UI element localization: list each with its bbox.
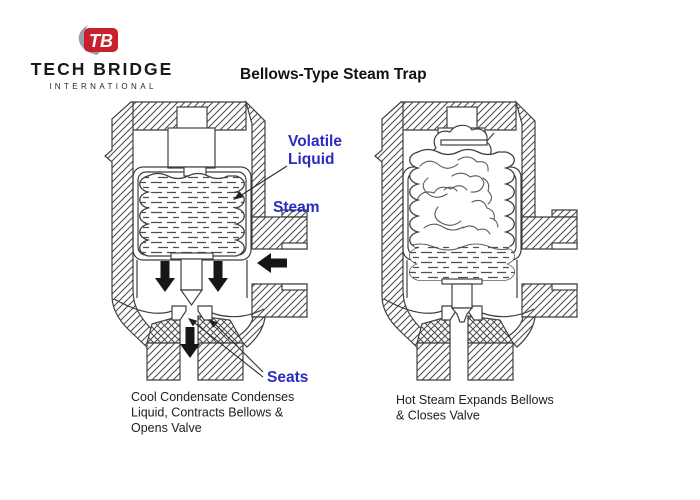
valve-stem (180, 258, 203, 291)
logo-mark-text: TB (89, 31, 113, 51)
steam-inlet-arrow (257, 253, 287, 273)
seats-leader-line-1 (190, 319, 264, 378)
seats-leader-arrowhead-2 (209, 319, 218, 328)
logo-mark (84, 28, 118, 52)
bellows-bottom-plate (170, 252, 214, 260)
valve-plug-cone (179, 289, 204, 307)
left-caption: Cool Condensate Condenses Liquid, Contra… (131, 390, 294, 435)
volatile-liquid-pool (409, 246, 515, 280)
flow-down-arrow-right (208, 261, 228, 292)
left-caption-line1: Cool Condensate Condenses (131, 390, 294, 404)
condensate-outlet-arrow (180, 327, 200, 358)
volatile-leader-arrowhead (233, 191, 244, 200)
logo: TB TECH BRIDGE INTERNATIONAL (31, 25, 174, 91)
seats-leader-line-2 (211, 320, 264, 373)
steam-squiggles (416, 156, 499, 235)
valve-stem-right (451, 283, 473, 309)
left-caption-line3: Opens Valve (131, 421, 202, 435)
label-seats: Seats (267, 369, 308, 386)
seats-leader-arrowhead-1 (188, 318, 198, 327)
label-steam: Steam (273, 199, 320, 216)
bellows-contents (409, 156, 515, 280)
right-caption-line2: & Closes Valve (396, 409, 480, 423)
right-valve-diagram: Hot Steam Expands Bellows & Closes Valve (374, 101, 578, 423)
right-caption-line1: Hot Steam Expands Bellows (396, 393, 554, 407)
bellows-contracted (139, 172, 245, 257)
page-title: Bellows-Type Steam Trap (240, 66, 427, 83)
valve-plug-seated (450, 307, 474, 323)
bellows-top-plate (440, 139, 488, 146)
volatile-leader-line (239, 165, 288, 197)
top-plate-hook (486, 132, 495, 142)
brand-name: TECH BRIDGE (31, 59, 174, 79)
label-liquid: Liquid (288, 151, 335, 168)
brand-subtitle: INTERNATIONAL (49, 82, 157, 91)
left-valve-diagram: Volatile Liquid Steam Seats Cool Condens… (104, 101, 342, 435)
liquid-surface-line (409, 243, 515, 251)
flow-down-arrow-left (155, 261, 175, 292)
right-caption: Hot Steam Expands Bellows & Closes Valve (396, 393, 554, 423)
left-caption-line2: Liquid, Contracts Bellows & (131, 406, 284, 420)
label-volatile: Volatile (288, 133, 342, 150)
bellows-bottom-plate-right (441, 278, 483, 285)
